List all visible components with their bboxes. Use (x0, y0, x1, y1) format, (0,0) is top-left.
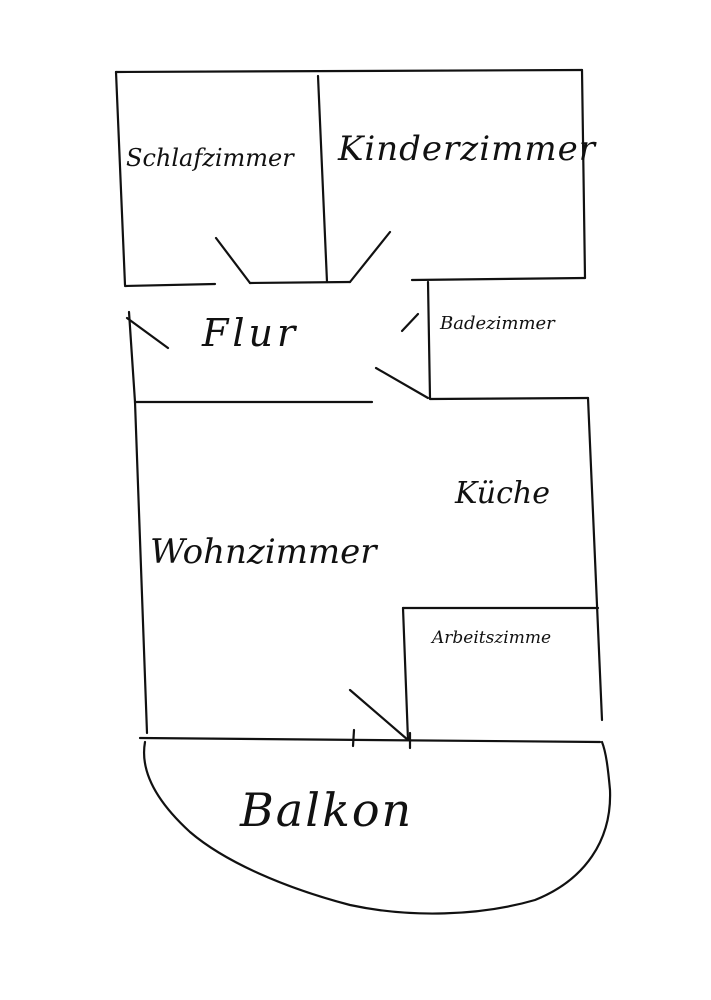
bedroom-kidsroom-divider (316, 74, 329, 284)
top-outer-wall (114, 68, 584, 74)
bedroom-door-swing (214, 236, 252, 285)
hallway-top-wall-middle (248, 280, 352, 285)
balcony-threshold-wall (138, 736, 602, 744)
right-outer-wall-lower (586, 396, 604, 722)
bathroom-top-wall (410, 276, 587, 282)
room-label-wohnzimmer: Wohnzimmer (150, 532, 378, 572)
left-outer-wall-lower (133, 400, 149, 735)
room-label-schlafzimmer: Schlafzimmer (126, 144, 295, 172)
room-label-arbeitszimmer: Arbeitszimme (430, 628, 551, 648)
left-outer-wall-upper (114, 70, 127, 287)
balcony-walls (138, 728, 612, 915)
study-left-wall (401, 606, 410, 742)
bathroom-left-wall (426, 280, 432, 400)
bathroom-door-swing (374, 366, 430, 400)
hallway-walls (123, 230, 420, 404)
hallway-right-door-swing (400, 312, 420, 333)
hallway-left-door-swing (125, 316, 170, 350)
hallway-top-wall-left (123, 282, 217, 288)
study-walls (348, 606, 600, 742)
right-outer-wall-upper (580, 68, 587, 280)
bathroom-bottom-wall (428, 396, 590, 401)
kidsroom-door-swing (348, 230, 392, 284)
study-door-swing (348, 688, 410, 742)
room-label-flur: Flur (201, 311, 299, 355)
bathroom-walls (374, 276, 590, 401)
outer-walls (114, 68, 604, 735)
room-label-balkon: Balkon (239, 783, 413, 837)
left-outer-wall-hall (127, 310, 137, 404)
room-label-badezimmer: Badezimmer (439, 313, 556, 334)
room-label-kinderzimmer: Kinderzimmer (337, 129, 597, 169)
room-label-kueche: Küche (454, 476, 550, 511)
balcony-outline (143, 740, 612, 915)
balcony-door-mark (351, 728, 356, 748)
